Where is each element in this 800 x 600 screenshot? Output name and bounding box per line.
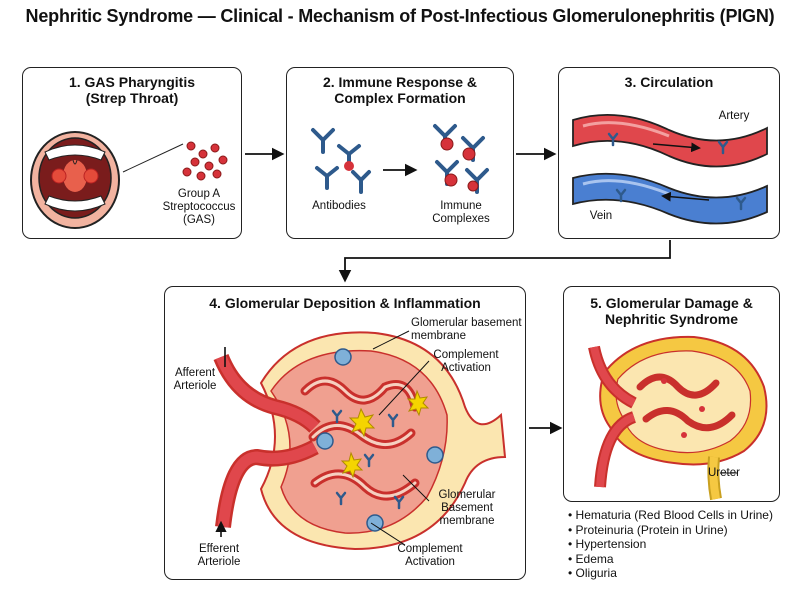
afferent-label-line2: Arteriole (173, 380, 217, 392)
panel-5-title-line1: 5. Glomerular Damage & (590, 295, 753, 311)
gbm-top-label-line2: membrane (411, 330, 466, 342)
immune-complexes-label-line2: Complexes (432, 213, 490, 225)
gas-label-line2: Streptococcus (162, 201, 236, 213)
symptom-proteinuria: Proteinuria (Protein in Urine) (568, 523, 773, 538)
panel-3-title: 3. Circulation (624, 74, 714, 90)
antibodies-label: Antibodies (312, 200, 366, 212)
efferent-label-line2: Arteriole (197, 556, 241, 568)
vein-label: Vein (589, 210, 613, 222)
efferent-label-line1: Efferent (198, 543, 240, 555)
complement-bottom-label-line1: Complement (397, 543, 463, 555)
panel-glomerular-deposition: 4. Glomerular Deposition & Inflammation (164, 286, 526, 580)
gbm-bottom-label-line1: Glomerular (438, 489, 496, 501)
damaged-glomerulus-illustration (588, 335, 768, 501)
bacteria-dots (182, 141, 228, 181)
panel-glomerular-damage: 5. Glomerular Damage & Nephritic Syndrom… (563, 286, 780, 502)
complement-stars (340, 389, 430, 479)
panel-4-title: 4. Glomerular Deposition & Inflammation (209, 295, 481, 311)
glomerulus-inflammation-illustration (165, 330, 507, 551)
symptom-oliguria: Oliguria (568, 566, 773, 581)
antibody-complex-illustration (311, 124, 489, 194)
gbm-bottom-label-line3: membrane (439, 515, 495, 527)
panel-circulation: 3. Circulation Artery Vein (558, 67, 780, 239)
afferent-label-line1: Afferent (174, 367, 216, 379)
complement-top-label-line2: Activation (441, 362, 491, 374)
symptom-hematuria: Hematuria (Red Blood Cells in Urine) (568, 508, 773, 523)
panel-5-title-line2: Nephritic Syndrome (604, 311, 739, 327)
arrow-3-to-4 (338, 240, 671, 283)
symptom-hypertension: Hypertension (568, 537, 773, 552)
panel-2-title-line1: 2. Immune Response & (322, 74, 478, 90)
gas-label-line1: Group A (177, 188, 221, 200)
symptom-edema: Edema (568, 552, 773, 567)
artery-label: Artery (718, 110, 750, 122)
symptom-list: Hematuria (Red Blood Cells in Urine) Pro… (568, 508, 773, 581)
panel-1-title-line1: 1. GAS Pharyngitis (68, 74, 196, 90)
panel-2-title-line2: Complex Formation (334, 90, 466, 106)
ureter-label: Ureter (708, 467, 740, 479)
circulation-illustration (572, 113, 768, 225)
panel-1-title-line2: (Strep Throat) (85, 90, 179, 106)
panel-immune-response: 2. Immune Response & Complex Formation A… (286, 67, 514, 239)
gas-label-line3: (GAS) (183, 214, 215, 226)
complement-bottom-label-line2: Activation (405, 556, 455, 568)
panel-gas-pharyngitis: 1. GAS Pharyngitis (Strep Throat) Group … (22, 67, 242, 239)
page-title: Nephritic Syndrome — Clinical - Mechanis… (25, 6, 775, 26)
throat-illustration (30, 131, 228, 229)
immune-complexes-label-line1: Immune (440, 200, 482, 212)
artery-vessel (572, 113, 768, 168)
gbm-bottom-label-line2: Basement (441, 502, 493, 514)
complement-top-label-line1: Complement (433, 349, 499, 361)
gbm-top-label-line1: Glomerular basement (411, 317, 522, 329)
